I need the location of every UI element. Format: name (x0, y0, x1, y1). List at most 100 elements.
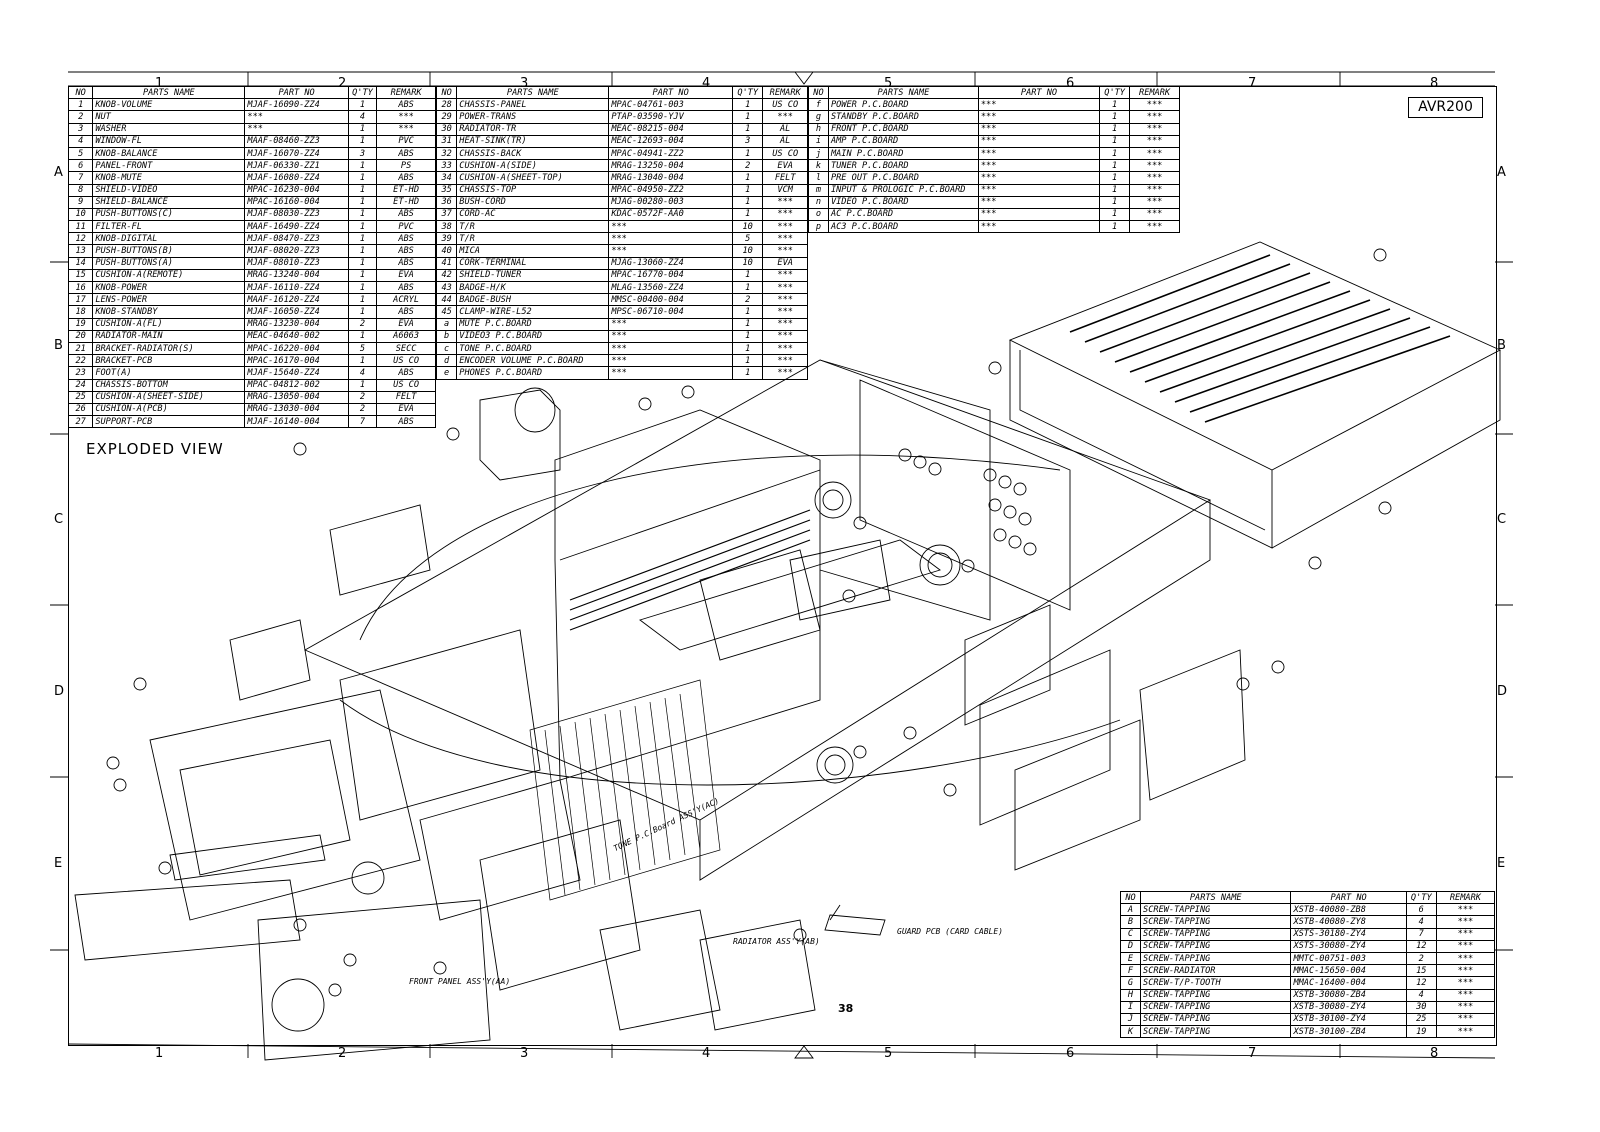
cell-remark: *** (762, 293, 808, 307)
cell-qty: 1 (347, 183, 378, 197)
header-parts-name: PARTS NAME (827, 85, 979, 100)
cell-remark: *** (762, 195, 808, 209)
cell-parts-name: NUT (92, 110, 246, 124)
cell-qty: 1 (347, 207, 378, 222)
cell-no: 39 (435, 232, 458, 246)
table-header-row: NO PARTS NAME PART NO Q'TY REMARK (808, 85, 1180, 100)
header-no: NO (435, 85, 458, 100)
cell-qty: 1 (347, 256, 378, 270)
header-no: NO (67, 85, 94, 100)
cell-remark: *** (1435, 951, 1496, 966)
cell-no: 2 (67, 110, 94, 124)
cell-qty: 1 (347, 293, 378, 307)
cell-remark: PVC (376, 220, 436, 234)
cell-remark: US CO (762, 98, 808, 112)
cell-qty: 1 (731, 146, 764, 161)
cell-part-no: MPAC-16770-004 (608, 268, 733, 283)
cell-no: 33 (435, 159, 458, 173)
cell-part-no: *** (608, 329, 733, 343)
cell-qty: 1 (1099, 146, 1131, 161)
cell-qty: 1 (347, 378, 378, 392)
cell-qty: 1 (731, 122, 764, 136)
header-parts-name: PARTS NAME (456, 85, 610, 100)
cell-parts-name: T/R (456, 232, 610, 246)
cell-part-no: MMTC-00751-003 (1290, 951, 1407, 966)
cell-no: 29 (435, 110, 458, 124)
cell-parts-name: VIDEO P.C.BOARD (827, 195, 979, 209)
cell-parts-name: SCREW-TAPPING (1140, 927, 1292, 941)
cell-part-no: MPAC-16160-004 (244, 195, 349, 209)
cell-qty: 7 (1405, 927, 1437, 941)
drawing-title: EXPLODED VIEW (86, 440, 224, 458)
cell-no: 4 (67, 134, 94, 148)
header-remark: REMARK (376, 85, 436, 100)
power-transformer (479, 387, 561, 481)
cell-no: o (808, 207, 829, 222)
cell-remark: VCM (762, 183, 808, 197)
cell-qty: 1 (1099, 195, 1131, 209)
header-no: NO (808, 85, 829, 100)
ruler-row-E-left: E (54, 856, 63, 871)
cell-qty: 7 (347, 415, 378, 429)
cell-qty: 12 (1405, 939, 1437, 953)
cell-part-no: MJAF-06330-ZZ1 (244, 159, 349, 173)
label-guard-pcb: GUARD PCB (CARD CABLE) (897, 927, 1003, 936)
header-part-no: PART NO (608, 85, 733, 100)
cell-part-no: MEAC-08215-004 (608, 122, 733, 136)
cell-no: j (808, 146, 829, 161)
callouts (106, 248, 1392, 997)
side-boards (964, 604, 1246, 871)
cell-parts-name: PRE OUT P.C.BOARD (827, 171, 979, 185)
cell-part-no: *** (244, 110, 349, 124)
cell-no: 17 (67, 293, 94, 307)
label-radiator: RADIATOR ASS'Y(AB) (733, 937, 820, 946)
cell-part-no: *** (608, 244, 733, 258)
cell-remark: *** (1435, 939, 1496, 953)
cell-parts-name: PUSH-BUTTONS(B) (92, 244, 246, 258)
cell-qty: 2 (731, 293, 764, 307)
cell-part-no: MJAF-16070-ZZ4 (244, 146, 349, 161)
cell-part-no: *** (977, 195, 1101, 209)
cell-qty: 4 (1405, 988, 1437, 1002)
cell-parts-name: SCREW-TAPPING (1140, 939, 1292, 953)
cell-parts-name: WASHER (92, 122, 246, 136)
cell-part-no: MPAC-04950-ZZ2 (608, 183, 733, 197)
cell-part-no: XSTB-40080-ZY8 (1290, 915, 1407, 929)
cell-no: 1 (67, 98, 94, 112)
cell-part-no: *** (608, 317, 733, 331)
ruler-column-7-top: 7 (1248, 76, 1257, 91)
cell-no: 8 (67, 183, 94, 197)
cell-qty: 4 (1405, 915, 1437, 929)
cell-remark: EVA (376, 402, 436, 417)
cell-parts-name: SHIELD-VIDEO (92, 183, 246, 197)
cell-part-no: MEAC-12693-004 (608, 134, 733, 148)
cell-parts-name: KNOB-DIGITAL (92, 232, 246, 246)
cell-part-no: MRAG-13250-004 (608, 159, 733, 173)
ruler-column-4-top: 4 (702, 76, 711, 91)
cell-part-no: XSTB-30080-ZB4 (1290, 988, 1407, 1002)
cell-part-no: MMAC-16400-004 (1290, 976, 1407, 990)
cell-parts-name: SCREW-TAPPING (1140, 951, 1292, 966)
front-boards (229, 504, 816, 1031)
cell-no: e (435, 366, 458, 380)
